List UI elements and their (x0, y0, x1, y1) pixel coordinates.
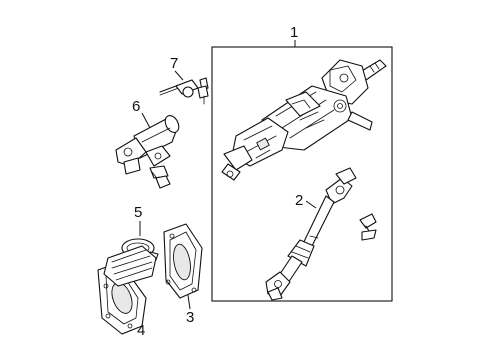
leader-6 (141, 112, 151, 129)
callout-3: 3 (186, 309, 194, 326)
bolt-icon (359, 213, 377, 241)
dust-boot-seal-icon (97, 245, 157, 335)
callout-2: 2 (295, 192, 303, 209)
leader-2 (305, 200, 317, 209)
callout-1: 1 (290, 24, 298, 41)
leader-7 (174, 70, 184, 81)
column-cover-seal-icon (163, 223, 203, 299)
callout-4: 4 (137, 322, 145, 339)
intermediate-shaft-icon (265, 167, 357, 301)
ignition-key-cylinder-icon (159, 77, 209, 105)
callout-7: 7 (170, 55, 178, 72)
steering-column-assembly-icon (221, 59, 387, 181)
callout-6: 6 (132, 98, 140, 115)
assembly-group-box (211, 46, 393, 302)
callout-5: 5 (134, 204, 142, 221)
leader-3 (187, 294, 191, 310)
ignition-lock-housing-icon (115, 115, 180, 189)
